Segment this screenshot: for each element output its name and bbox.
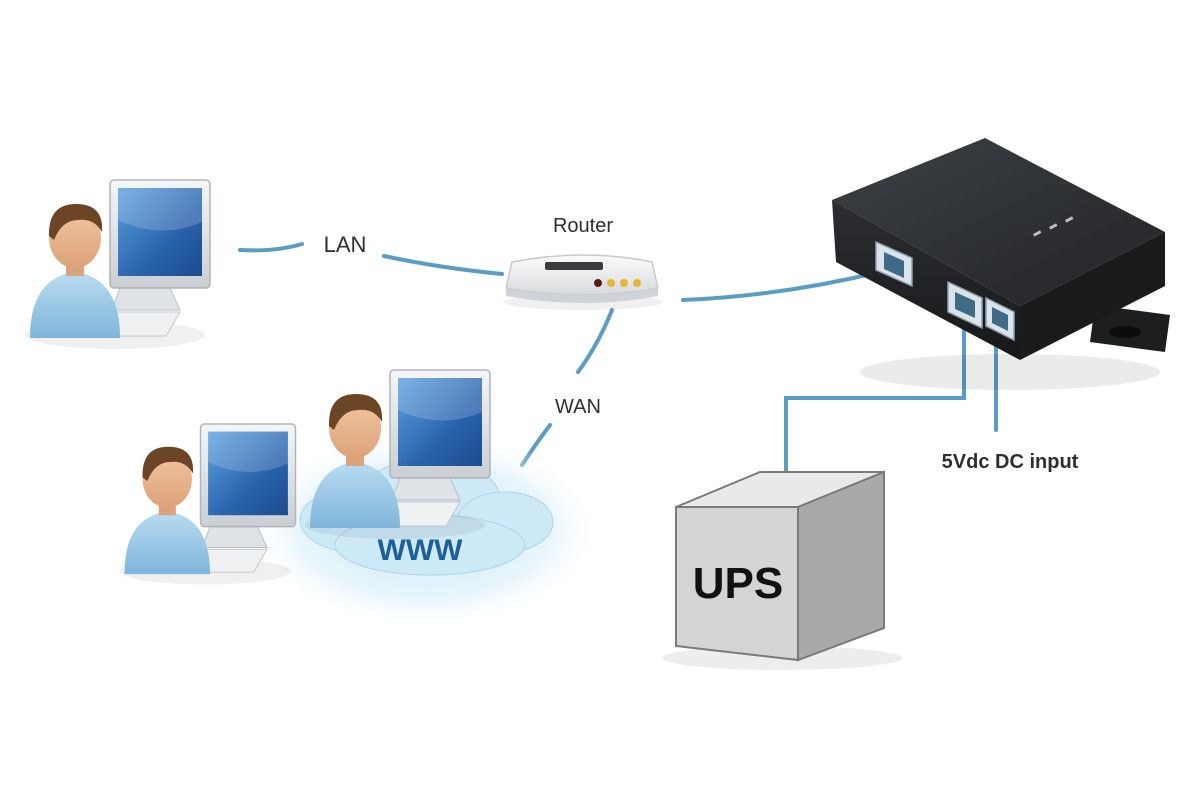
ups-box-icon: [662, 470, 902, 670]
ups-label: UPS: [693, 559, 783, 608]
wan-label: WAN: [555, 396, 601, 418]
ethernet-port-icon: [947, 280, 983, 330]
router-icon: [503, 254, 663, 310]
www-label: WWW: [378, 534, 464, 567]
ethernet-port-icon: [875, 240, 913, 288]
lan-cable: [382, 254, 504, 276]
lan-label: LAN: [324, 232, 367, 257]
ethernet-port-icon: [985, 296, 1015, 342]
lan-cable: [238, 242, 304, 253]
dc-input-label: 5Vdc DC input: [942, 451, 1079, 473]
router-to-device-cable: [681, 270, 882, 302]
ups-power-cable: [784, 298, 966, 472]
router-label: Router: [553, 215, 613, 237]
user-workstation-icon: [24, 179, 211, 350]
network-device-icon: [832, 138, 1170, 390]
wan-cable: [576, 308, 614, 374]
